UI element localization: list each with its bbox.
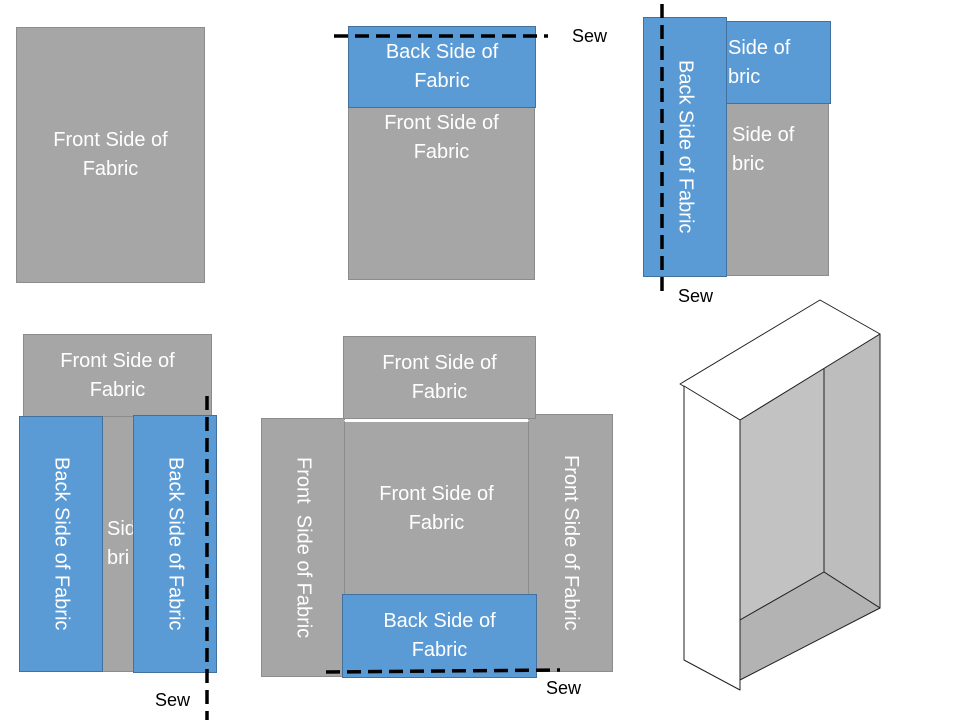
step4-right-back-label: Back Side of Fabric (164, 457, 187, 631)
step5-bottom-back-label: Back Side of Fabric (383, 610, 496, 661)
step5-left-side-label: Front Side of Fabric (292, 456, 315, 639)
step2-sew-label: Sew (572, 26, 608, 46)
step4-front-panel-middle: Sid bri (100, 416, 135, 672)
step3-partial-front-label: Side of bric (732, 124, 795, 175)
step4-sew-label: Sew (155, 690, 191, 710)
step4-front-label: Front Side of Fabric (60, 350, 175, 401)
step5-top-panel: Front Side of Fabric (343, 336, 536, 419)
step3-sew-label: Sew (678, 286, 714, 306)
step3-folded-back-strip: Back Side of Fabric (643, 17, 727, 277)
step2-back-panel: Back Side of Fabric (348, 26, 536, 108)
step5-sew-label: Sew (546, 678, 582, 698)
step4-left-back-strip: Back Side of Fabric (19, 416, 103, 672)
step4-left-back-label: Back Side of Fabric (50, 457, 73, 631)
step1-front-panel: Front Side of Fabric (16, 27, 205, 283)
step2-front-label: Front Side of Fabric (384, 112, 499, 163)
step5-right-side-label: Front Side of Fabric (560, 455, 582, 631)
box-left-wall (683, 385, 741, 691)
step3-vertical-back-label: Back Side of Fabric (674, 60, 697, 234)
step5-center-label: Front Side of Fabric (379, 482, 494, 534)
step5-center-panel: Front Side of Fabric (344, 420, 529, 596)
step5-top-label: Front Side of Fabric (382, 351, 497, 403)
finished-box-illustration (679, 299, 881, 691)
step4-partial-front-label: Sid bri (107, 518, 135, 569)
step5-bottom-back-panel: Back Side of Fabric (342, 594, 537, 678)
step4-right-back-strip: Back Side of Fabric (133, 415, 217, 673)
step1-front-label: Front Side of Fabric (53, 129, 168, 180)
box-right-wall (823, 333, 881, 609)
step5-sew-line (325, 668, 561, 674)
step2-back-label: Back Side of Fabric (385, 41, 499, 92)
step3-partial-back-label: Side of bric (728, 37, 791, 88)
step4-front-panel-top: Front Side of Fabric (23, 334, 212, 418)
